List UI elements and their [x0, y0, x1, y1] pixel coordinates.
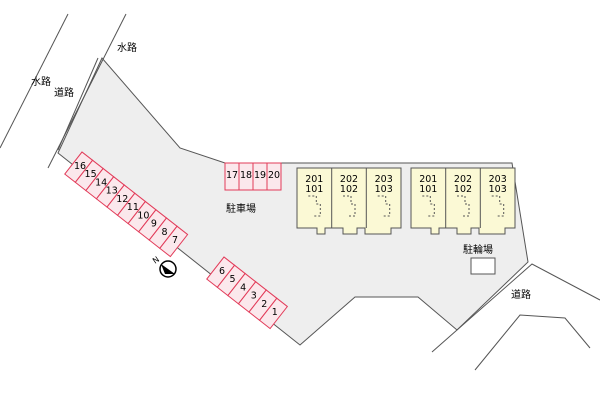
north-compass-icon: N — [151, 255, 177, 278]
parking-stall-number: 12 — [116, 194, 128, 205]
parking-stall-number: 15 — [85, 169, 97, 180]
parking-lot-label: 駐車場 — [226, 202, 256, 215]
parking-stall-number: 2 — [261, 299, 267, 310]
parking-stall: 1 — [258, 297, 289, 330]
unit-stair — [422, 195, 435, 217]
bicycle-parking-label: 駐輪場 — [463, 243, 493, 256]
parking-stall: 18 — [238, 162, 254, 191]
parking-stall-number: 8 — [161, 227, 167, 238]
parking-stall-number: 13 — [106, 186, 118, 197]
unit-stair — [343, 195, 356, 217]
unit-number-upper: 202 — [454, 174, 472, 185]
waterway-left-label: 水路 — [31, 75, 51, 88]
unit-number-upper: 203 — [489, 174, 507, 185]
unit-number-lower: 103 — [489, 184, 507, 195]
parking-stall-number: 17 — [226, 170, 238, 181]
road-lines — [431, 263, 600, 371]
unit-number-upper: 203 — [375, 174, 393, 185]
unit-stair — [457, 195, 470, 217]
unit-number-lower: 103 — [375, 184, 393, 195]
unit-number-lower: 101 — [419, 184, 437, 195]
parking-stall-number: 3 — [251, 291, 257, 302]
unit-number-lower: 101 — [305, 184, 323, 195]
parking-stall-number: 9 — [151, 219, 157, 230]
parking-stall-number: 1 — [272, 307, 278, 318]
parking-stall-number: 16 — [74, 161, 86, 172]
waterway-top-label: 水路 — [117, 41, 137, 54]
waterway-lines — [0, 13, 127, 169]
parking-stall-number: 10 — [137, 210, 149, 221]
road-bottom-right-label: 道路 — [511, 288, 531, 301]
parking-stall-number: 20 — [268, 170, 280, 181]
parking-stall-number: 11 — [127, 202, 139, 213]
parking-stall-number: 7 — [172, 235, 178, 246]
parking-stall-number: 19 — [254, 170, 266, 181]
road-left-label: 道路 — [54, 86, 74, 99]
parking-stall-number: 14 — [95, 177, 107, 188]
unit-number-upper: 202 — [340, 174, 358, 185]
bicycle-parking-box — [470, 257, 496, 275]
parking-stall: 20 — [266, 162, 282, 191]
unit-number-upper: 201 — [419, 174, 437, 185]
parking-stall: 19 — [252, 162, 268, 191]
north-letter: N — [151, 255, 161, 266]
parking-stall-number: 6 — [219, 266, 225, 277]
building-outline — [410, 167, 516, 235]
building-outline — [296, 167, 402, 235]
parking-stall-number: 5 — [230, 274, 236, 285]
parking-stall: 17 — [224, 162, 240, 191]
unit-number-lower: 102 — [340, 184, 358, 195]
parking-stall: 7 — [159, 225, 189, 258]
unit-number-lower: 102 — [454, 184, 472, 195]
parking-stall-number: 18 — [240, 170, 252, 181]
parking-stall-number: 4 — [240, 282, 246, 293]
unit-stair — [308, 195, 321, 217]
unit-number-upper: 201 — [305, 174, 323, 185]
